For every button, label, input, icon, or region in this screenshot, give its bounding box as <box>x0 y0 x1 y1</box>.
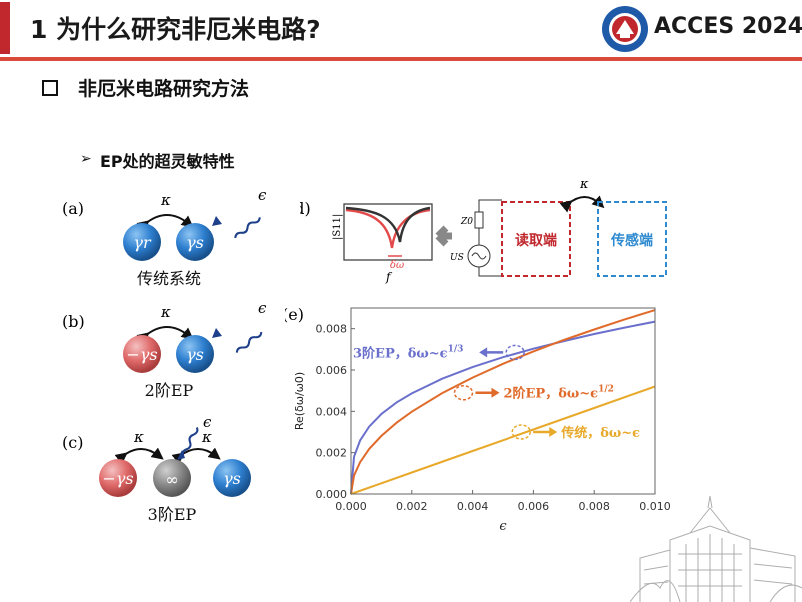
z0-label: Z0 <box>460 217 473 227</box>
x-tick-label: 0.006 <box>518 500 550 513</box>
ball-label: γs <box>186 345 204 364</box>
perturbation-epsilon: ϵ <box>258 299 267 317</box>
resonator-ball <box>99 459 137 497</box>
page-title: 1 为什么研究非厄米电路? <box>30 15 321 44</box>
title-underline <box>0 57 802 61</box>
coupling-kappa: κ <box>201 428 212 446</box>
ball-label: γs <box>186 233 204 252</box>
coupling-arrow <box>559 195 605 213</box>
perturbation-arrowhead-icon <box>177 450 185 460</box>
x-tick-label: 0.008 <box>578 500 610 513</box>
series-line <box>350 309 656 495</box>
ball-label: γr <box>133 233 152 252</box>
coupled-resonator-panels: (a) κ γr γs ϵ 传统系统 (b) κ −γs γs ϵ 2阶EP (… <box>62 186 267 524</box>
x-tick-label: 0.000 <box>335 500 367 513</box>
panel-a-caption: 传统系统 <box>137 269 201 288</box>
coupling-kappa: κ <box>160 191 171 209</box>
series-line <box>350 385 656 495</box>
annotation-label: 3阶EP，δω~ϵ1/3 <box>353 344 463 361</box>
coupling-kappa: κ <box>160 303 171 321</box>
perturbation-arrowhead-icon <box>212 216 222 226</box>
readout-circuit-panel: (d) δω |S11| f Z0 US 读取端 κ 传感端 <box>300 178 667 284</box>
impedance-z0 <box>474 211 484 229</box>
coupling-arrow <box>136 326 194 345</box>
resonator-ball <box>213 459 251 497</box>
annotation-arrowhead <box>491 387 500 398</box>
resonator-ball <box>176 223 214 261</box>
annotation-label: 传统，δω~ϵ <box>560 425 640 441</box>
y-tick-label: 0.008 <box>316 323 348 336</box>
coupling-arrow <box>136 214 194 233</box>
perturbation-wave-icon <box>234 217 261 239</box>
ep-marker-circle <box>505 344 525 361</box>
panel-d-label: (d) <box>300 199 311 218</box>
panel-e-label: (e) <box>285 305 304 324</box>
resonator-ball <box>123 335 161 373</box>
resonator-ball <box>153 459 191 497</box>
readout-label: 读取端 <box>515 232 557 249</box>
panel-b-caption: 2阶EP <box>145 381 194 400</box>
y-axis-label: Re(δω/ω0) <box>293 372 306 430</box>
panel-c-label: (c) <box>62 433 83 452</box>
resonator-ball <box>123 223 161 261</box>
coupling-kappa: κ <box>133 428 144 446</box>
x-tick-label: 0.002 <box>396 500 428 513</box>
university-seal-icon <box>602 6 648 52</box>
ball-label: −γs <box>126 345 157 364</box>
coupling-arrow <box>114 447 164 465</box>
y-tick-label: 0.006 <box>316 364 348 377</box>
shift-label: δω <box>390 260 404 271</box>
resonator-ball <box>176 335 214 373</box>
ep-marker-circle <box>511 424 531 440</box>
section-heading: 非厄米电路研究方法 <box>78 78 250 100</box>
arrowhead-bullet-icon: ➢ <box>80 151 92 167</box>
sensor-box <box>597 201 667 277</box>
x-axis-label: ϵ <box>499 519 507 534</box>
us-label: US <box>450 253 464 263</box>
panel-a-label: (a) <box>62 199 84 218</box>
big-left-arrow-icon <box>435 225 452 247</box>
circuit-wires <box>478 199 502 277</box>
panel-c-caption: 3阶EP <box>148 505 197 524</box>
annotation-label: 2阶EP，δω~ϵ1/2 <box>503 385 613 402</box>
s11-xlabel: f <box>385 270 393 284</box>
ball-label: −γs <box>102 469 133 488</box>
hollow-square-bullet-icon <box>42 80 58 96</box>
readout-box <box>501 201 571 277</box>
s11-ylabel: |S11| <box>332 214 343 240</box>
y-tick-label: 0.004 <box>316 405 348 418</box>
ep-marker-circle <box>453 384 474 401</box>
x-tick-label: 0.010 <box>639 500 671 513</box>
coupling-kappa: κ <box>579 178 589 192</box>
perturbation-wave-icon <box>181 427 199 457</box>
ball-label: γs <box>223 469 241 488</box>
sensitivity-chart: (e) 3阶EP，δω~ϵ1/3 2阶EP，δω~ϵ1/2 传统，δω~ϵ 0.00… <box>285 305 671 534</box>
sensor-label: 传感端 <box>610 232 653 249</box>
ball-label: ∞ <box>165 470 178 489</box>
ac-wave-icon <box>471 252 487 260</box>
perturbation-epsilon: ϵ <box>258 186 267 204</box>
series-line <box>350 320 656 495</box>
conference-name: ACCES 2024 <box>654 14 802 39</box>
panel-b-label: (b) <box>62 312 85 331</box>
perturbation-wave-icon <box>235 331 263 353</box>
title-bar <box>0 0 802 62</box>
y-tick-label: 0.002 <box>316 447 348 460</box>
y-tick-label: 0.000 <box>316 488 348 501</box>
title-accent-bar <box>0 2 10 54</box>
campus-building-illustration <box>630 495 802 602</box>
perturbation-arrowhead-icon <box>212 328 222 338</box>
x-tick-label: 0.004 <box>457 500 489 513</box>
s11-curve-black <box>345 206 431 243</box>
perturbation-epsilon: ϵ <box>203 413 212 431</box>
sub-heading: EP处的超灵敏特性 <box>100 152 235 171</box>
plot-frame <box>350 307 656 495</box>
annotation-arrowhead <box>479 347 488 358</box>
annotation-arrowhead <box>549 427 558 437</box>
